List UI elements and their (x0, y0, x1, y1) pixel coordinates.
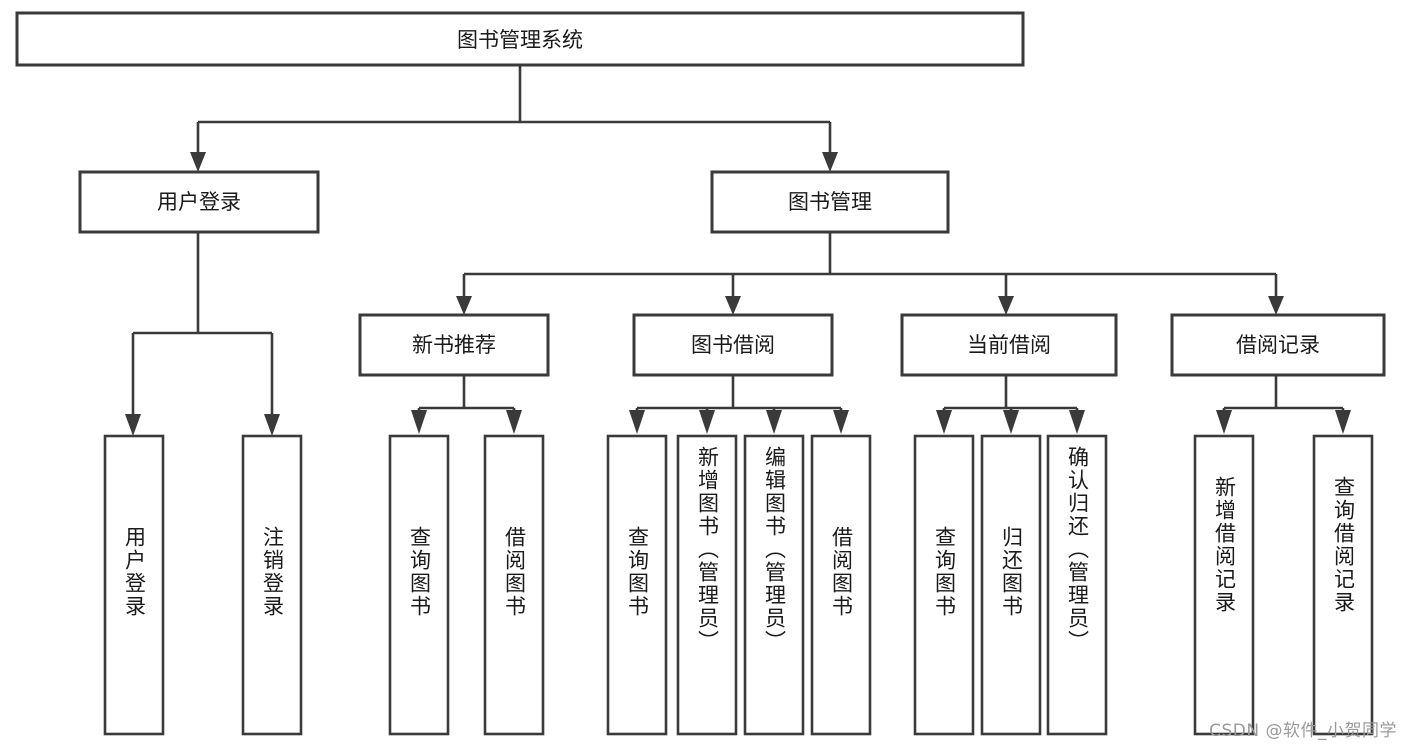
leaf-box-edit-book-admin[interactable] (743, 434, 805, 736)
node-book-borrow-label: 图书借阅 (691, 333, 775, 357)
node-book-management-label: 图书管理 (788, 190, 872, 214)
node-root-box[interactable] (15, 11, 1025, 67)
node-borrow-records-label: 借阅记录 (1236, 333, 1320, 357)
node-root-label: 图书管理系统 (457, 28, 583, 52)
arrow-bookborrow-leaf-1 (629, 410, 645, 434)
arrow-to-book-borrow (725, 296, 741, 315)
node-new-book-recommend-box[interactable] (358, 313, 550, 377)
leaf-box-borrow-book[interactable] (810, 434, 872, 736)
leaf-box-query-book-recommend[interactable] (388, 434, 450, 736)
leaf-box-return-book[interactable] (980, 434, 1042, 736)
arrow-newbook-leaf-1 (411, 410, 427, 434)
arrow-currentborrow-leaf-3 (1069, 410, 1085, 434)
arrow-to-leaf-user-login (125, 414, 141, 436)
node-borrow-records[interactable]: 借阅记录 (1170, 313, 1386, 377)
arrow-newbook-leaf-2 (506, 410, 522, 434)
node-current-borrow[interactable]: 当前借阅 (900, 313, 1118, 377)
leaf-box-logout[interactable] (241, 434, 303, 736)
arrow-bookborrow-leaf-4 (833, 410, 849, 434)
arrow-to-borrow-records (1268, 296, 1284, 315)
arrow-records-leaf-1 (1216, 410, 1232, 434)
node-book-borrow[interactable]: 图书借阅 (632, 313, 834, 377)
node-root[interactable]: 图书管理系统 (15, 11, 1025, 67)
arrow-bookborrow-leaf-3 (766, 410, 782, 434)
arrow-root-to-user-login (190, 152, 206, 172)
leaf-box-user-login[interactable] (103, 434, 165, 736)
node-book-management[interactable]: 图书管理 (710, 170, 950, 234)
node-new-book-recommend[interactable]: 新书推荐 (358, 313, 550, 377)
node-current-borrow-box[interactable] (900, 313, 1118, 377)
arrow-to-current-borrow (998, 296, 1014, 315)
leaf-box-borrow-book-recommend[interactable] (483, 434, 545, 736)
leaf-box-query-borrow-record[interactable] (1312, 434, 1374, 736)
arrow-root-to-book-mgmt (822, 152, 838, 172)
leaf-box-confirm-return-admin[interactable] (1046, 434, 1108, 736)
leaf-box-add-borrow-record[interactable] (1193, 434, 1255, 736)
node-user-login-label: 用户登录 (157, 190, 241, 214)
node-borrow-records-box[interactable] (1170, 313, 1386, 377)
leaf-box-query-book-current[interactable] (913, 434, 975, 736)
arrow-records-leaf-2 (1335, 410, 1351, 434)
arrow-currentborrow-leaf-2 (1003, 410, 1019, 434)
leaf-boxes-layer (103, 434, 1374, 736)
node-new-book-recommend-label: 新书推荐 (412, 333, 496, 357)
leaf-box-query-book-borrow[interactable] (606, 434, 668, 736)
leaf-box-add-book-admin[interactable] (676, 434, 738, 736)
node-book-borrow-box[interactable] (632, 313, 834, 377)
arrow-to-leaf-logout (264, 414, 280, 436)
arrow-bookborrow-leaf-2 (699, 410, 715, 434)
node-current-borrow-label: 当前借阅 (967, 333, 1051, 357)
arrow-to-new-book-recommend (456, 296, 472, 315)
connector-layer (125, 65, 1351, 436)
arrow-currentborrow-leaf-1 (936, 410, 952, 434)
node-user-login-box[interactable] (78, 170, 320, 234)
node-user-login[interactable]: 用户登录 (78, 170, 320, 234)
node-book-management-box[interactable] (710, 170, 950, 234)
watermark-text: CSDN @软件_小贺同学 (1209, 721, 1397, 741)
